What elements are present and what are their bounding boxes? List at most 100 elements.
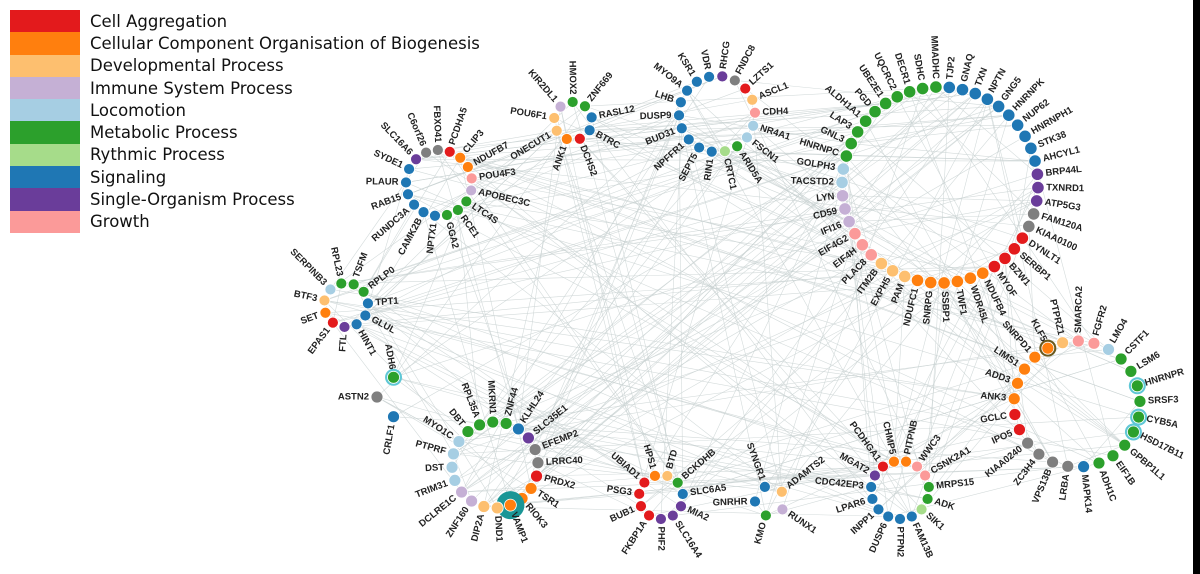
node-dot bbox=[865, 481, 878, 493]
gene-node: FTL bbox=[337, 321, 351, 352]
node-dot bbox=[554, 100, 567, 113]
interaction-edge bbox=[497, 221, 850, 509]
node-dot bbox=[758, 481, 771, 493]
gene-label: TSR1 bbox=[535, 488, 562, 511]
interaction-edge bbox=[451, 76, 710, 468]
gene-label: INPP1 bbox=[849, 510, 877, 537]
gene-label: POU4F3 bbox=[478, 167, 516, 183]
node-dot bbox=[402, 188, 414, 201]
gene-label: POU6F1 bbox=[509, 106, 548, 123]
interaction-edge bbox=[363, 291, 498, 509]
interaction-edge bbox=[734, 80, 926, 476]
legend-label: Growth bbox=[90, 212, 150, 232]
interaction-edge bbox=[909, 91, 1018, 384]
interaction-edge bbox=[467, 208, 846, 432]
node-dot bbox=[524, 482, 538, 495]
interaction-edge bbox=[461, 90, 688, 493]
legend-swatch bbox=[10, 10, 80, 33]
node-dot bbox=[1092, 456, 1106, 470]
interaction-edge bbox=[324, 150, 726, 301]
legend-item: Immune System Process bbox=[10, 76, 480, 100]
node-dot bbox=[387, 410, 400, 424]
gene-node: TXNRD1 bbox=[1031, 181, 1085, 194]
interaction-edge bbox=[924, 282, 945, 476]
gene-node: GCLC bbox=[980, 408, 1022, 426]
gene-node: SET bbox=[299, 306, 332, 327]
interaction-edge bbox=[556, 130, 645, 483]
node-dot bbox=[719, 145, 731, 158]
interaction-edge bbox=[930, 187, 1039, 283]
gene-label: TPT1 bbox=[375, 296, 400, 309]
node-dot bbox=[872, 503, 885, 516]
gene-label: PTPRZ1 bbox=[1047, 298, 1066, 337]
gene-node: BTD bbox=[661, 448, 680, 482]
gene-node: IPO5 bbox=[990, 423, 1026, 447]
node-dot bbox=[968, 86, 982, 101]
node-dot bbox=[937, 276, 951, 290]
legend-swatch bbox=[10, 54, 80, 77]
gene-node: SSBP1 bbox=[937, 276, 951, 323]
interaction-edge bbox=[1004, 258, 1028, 444]
gene-label: CYB5A bbox=[1145, 413, 1179, 430]
gene-label: HINT1 bbox=[355, 328, 378, 358]
gene-node: TACSTD2 bbox=[791, 176, 849, 189]
node-dot bbox=[649, 469, 661, 482]
gene-label: EIF1B bbox=[1113, 459, 1137, 488]
node-dot bbox=[530, 469, 543, 483]
interaction-edge bbox=[483, 506, 889, 517]
interaction-edge bbox=[711, 151, 1079, 342]
gene-label: RIN1 bbox=[702, 158, 716, 182]
interaction-edge bbox=[510, 106, 999, 506]
gene-label: FGFR2 bbox=[1091, 304, 1110, 337]
interaction-edge bbox=[363, 291, 884, 467]
legend-swatch bbox=[10, 121, 80, 144]
gene-label: VPS13B bbox=[1030, 467, 1054, 505]
interaction-edge bbox=[393, 377, 901, 520]
interaction-edge bbox=[434, 96, 898, 217]
gene-node: LRRC40 bbox=[531, 455, 583, 470]
interaction-edge bbox=[678, 115, 852, 144]
node-dot bbox=[455, 485, 468, 499]
interaction-edge bbox=[678, 115, 684, 494]
interaction-edge bbox=[537, 462, 650, 516]
interaction-edge bbox=[416, 114, 1009, 160]
node-dot bbox=[528, 443, 542, 456]
gene-label: SRSF3 bbox=[1148, 394, 1179, 406]
interaction-edge bbox=[1067, 444, 1125, 467]
interaction-edge bbox=[332, 208, 846, 323]
gene-node: HNRNPR bbox=[1128, 366, 1186, 395]
gene-node: VDR bbox=[698, 49, 715, 83]
gene-label: IPO5 bbox=[990, 428, 1015, 447]
node-dot bbox=[486, 415, 500, 429]
gene-node: PHF2 bbox=[655, 513, 667, 551]
gene-label: VDR bbox=[698, 49, 713, 71]
gene-node: MAPK14 bbox=[1077, 460, 1094, 514]
gene-label: FBXO41 bbox=[431, 105, 443, 143]
legend-label: Rythmic Process bbox=[90, 145, 225, 165]
node-dot bbox=[1127, 425, 1140, 439]
gene-node: CDH4 bbox=[749, 106, 789, 119]
interaction-edge bbox=[324, 300, 895, 462]
gene-node: TJP2 bbox=[942, 56, 958, 95]
interaction-edge bbox=[356, 324, 656, 477]
interaction-edge bbox=[957, 281, 1125, 446]
gene-node: LPAR6 bbox=[835, 493, 879, 516]
interaction-edge bbox=[680, 155, 847, 507]
interaction-edge bbox=[921, 342, 1063, 510]
node-dot bbox=[728, 74, 741, 87]
node-dot bbox=[835, 175, 849, 189]
node-dot bbox=[403, 163, 415, 175]
node-dot bbox=[1013, 423, 1026, 437]
node-dot bbox=[635, 500, 647, 512]
interaction-edge bbox=[344, 138, 568, 328]
gene-label: PAM bbox=[889, 282, 907, 305]
node-dot bbox=[400, 176, 412, 189]
node-dot bbox=[417, 206, 430, 219]
node-dot bbox=[874, 256, 888, 271]
node-dot bbox=[1011, 376, 1024, 390]
interaction-edge bbox=[363, 204, 415, 292]
gene-label: MIA2 bbox=[685, 504, 710, 524]
node-dot bbox=[671, 476, 684, 489]
edges bbox=[324, 76, 1141, 520]
node-dot bbox=[739, 82, 752, 95]
